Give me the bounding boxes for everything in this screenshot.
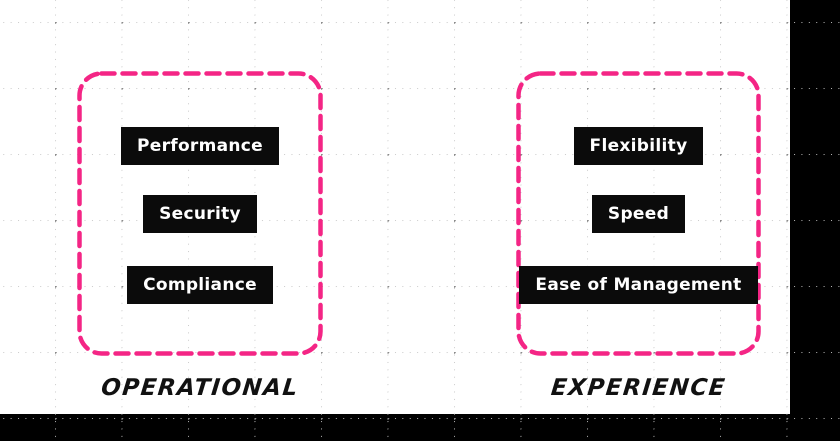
group-operational: Performance Security Compliance OPERATIO…: [77, 71, 323, 411]
label-speed: Speed: [591, 195, 686, 233]
right-black-bar: [790, 0, 840, 441]
label-security: Security: [143, 195, 257, 233]
row: Speed: [516, 195, 761, 233]
group-experience: Flexibility Speed Ease of Management EXP…: [516, 71, 761, 411]
bottom-black-bar: [0, 414, 840, 441]
row: Ease of Management: [516, 266, 761, 304]
caption-experience: EXPERIENCE: [549, 375, 728, 401]
label-ease-of-management: Ease of Management: [519, 266, 758, 304]
label-compliance: Compliance: [127, 266, 273, 304]
caption-operational: OPERATIONAL: [99, 375, 301, 401]
label-performance: Performance: [120, 127, 280, 165]
label-flexibility: Flexibility: [573, 127, 704, 165]
row: Performance: [77, 127, 323, 165]
row: Flexibility: [516, 127, 761, 165]
row: Security: [77, 195, 323, 233]
row: Compliance: [77, 266, 323, 304]
